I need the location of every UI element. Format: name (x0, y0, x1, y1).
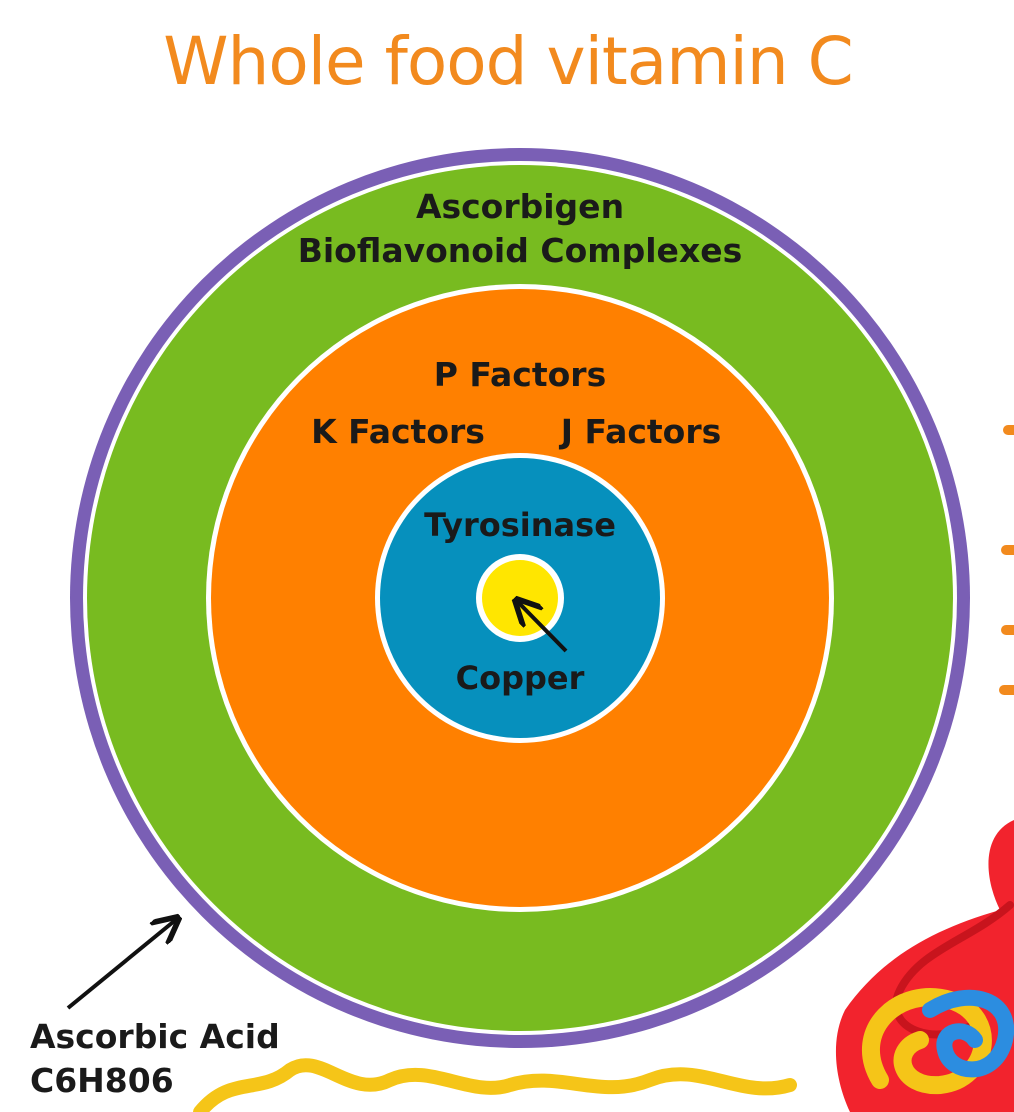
squiggle-yellow-trail (193, 1058, 797, 1112)
outer-ring-label-line2: Bioflavonoid Complexes (298, 231, 743, 270)
callout-label-line1: Ascorbic Acid (30, 1017, 280, 1056)
callout-label-line2: C6H806 (30, 1061, 174, 1100)
outer-ring-label-line1: Ascorbigen (416, 187, 624, 226)
middle-ring-label-top: P Factors (434, 355, 606, 394)
inner-ring-label-top: Tyrosinase (424, 506, 616, 544)
inner-ring-label-bottom: Copper (456, 659, 585, 697)
squiggle-yellow-swirl (861, 988, 992, 1095)
diagram-title: Whole food vitamin C (163, 23, 853, 100)
middle-ring-label-right: J Factors (559, 412, 722, 451)
core-yellow (482, 560, 558, 636)
squiggle-edge-marks (999, 425, 1014, 695)
decorative-fruit-squiggle (193, 425, 1014, 1112)
middle-ring-label-left: K Factors (311, 412, 485, 451)
ascorbic-acid-pointer-arrow (66, 918, 178, 1010)
copper-pointer-arrow (516, 600, 568, 653)
squiggle-blue-swirl (922, 989, 1014, 1078)
